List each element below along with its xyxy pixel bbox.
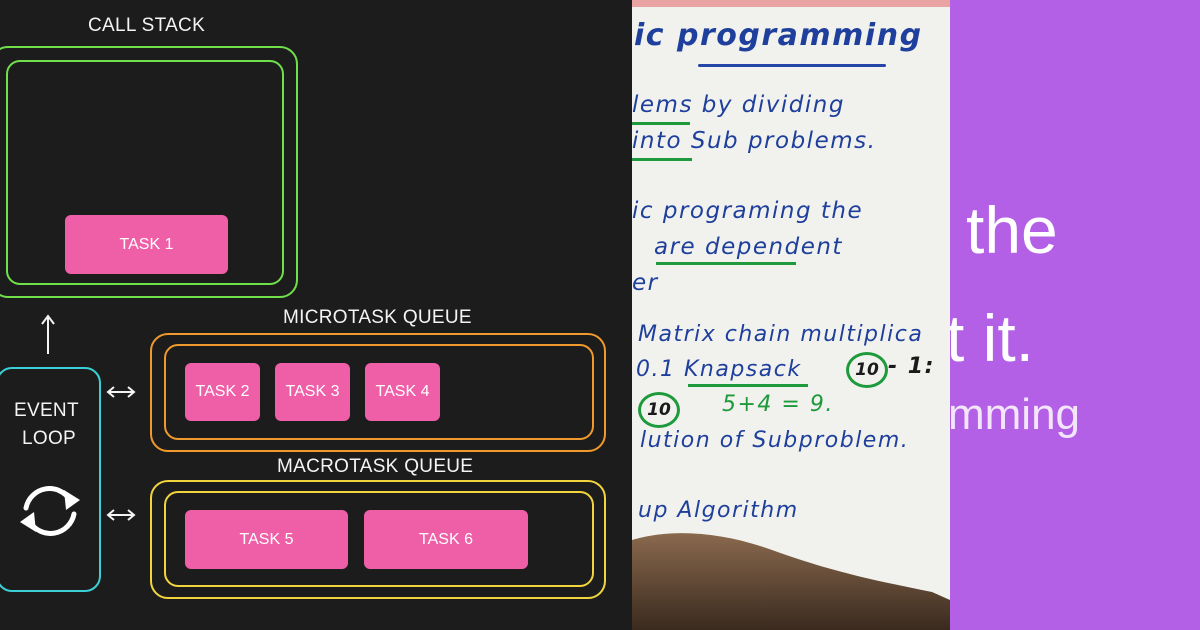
- task-card: TASK 4: [365, 363, 440, 421]
- green-underline: [688, 384, 808, 387]
- microtask-queue-outer-box: [150, 333, 606, 452]
- macrotask-queue-outer-box: [150, 480, 606, 599]
- whiteboard-line: Matrix chain multiplica: [638, 322, 924, 347]
- task-card: TASK 3: [275, 363, 350, 421]
- whiteboard-title: ic programming: [634, 18, 923, 53]
- microtask-queue-label: MICROTASK QUEUE: [283, 307, 472, 328]
- card-text-line3: mming: [950, 390, 1081, 439]
- whiteboard-line: er: [632, 270, 659, 296]
- event-loop-diagram: CALL STACK TASK 1 EVENT LOOP MICROTASK Q…: [0, 15, 606, 599]
- whiteboard-line: ic programing the: [632, 198, 864, 224]
- green-underline: [632, 158, 692, 161]
- green-underline: [632, 122, 690, 125]
- circled-number: 10: [846, 352, 888, 388]
- whiteboard-line: 5+4 = 9.: [722, 392, 834, 417]
- whiteboard-line: lems by dividing: [632, 92, 845, 118]
- task-card: TASK 5: [185, 510, 348, 569]
- call-stack-outer-box: [0, 46, 298, 298]
- whiteboard-line: lution of Subproblem.: [640, 428, 910, 453]
- whiteboard-line: 0.1 Knapsack: [636, 357, 802, 382]
- whiteboard-line: are dependent: [654, 234, 843, 260]
- event-loop-label-line2: LOOP: [22, 428, 76, 449]
- circled-number: 10: [638, 392, 680, 428]
- up-arrow-icon: [41, 314, 55, 354]
- refresh-cycle-icon: [20, 486, 80, 536]
- title-underline: [698, 64, 886, 67]
- left-right-arrow-icon: [106, 509, 136, 521]
- card-text-line1: the: [966, 193, 1058, 267]
- macrotask-queue-inner-box: [164, 491, 594, 587]
- event-loop-label-line1: EVENT: [14, 400, 79, 421]
- whiteboard-line: into Sub problems.: [632, 128, 877, 154]
- microtask-queue-inner-box: [164, 344, 594, 440]
- card-text-line2: t it.: [950, 301, 1035, 375]
- hand-photo: [632, 533, 950, 630]
- event-loop-box: [0, 367, 101, 592]
- green-underline: [656, 262, 796, 265]
- whiteboard-line: up Algorithm: [638, 498, 799, 523]
- whiteboard-top-edge: [632, 0, 950, 7]
- task-card: TASK 6: [364, 510, 528, 569]
- call-stack-inner-box: [6, 60, 284, 285]
- whiteboard-photo: ic programming lems by dividing into Sub…: [632, 0, 950, 630]
- task-card: TASK 2: [185, 363, 260, 421]
- call-stack-label: CALL STACK: [88, 15, 206, 36]
- left-right-arrow-icon: [106, 386, 136, 398]
- purple-text-card: the t it. mming: [950, 0, 1200, 630]
- task-card: TASK 1: [65, 215, 228, 274]
- macrotask-queue-label: MACROTASK QUEUE: [277, 456, 474, 477]
- whiteboard-fragment: - 1:: [888, 354, 935, 379]
